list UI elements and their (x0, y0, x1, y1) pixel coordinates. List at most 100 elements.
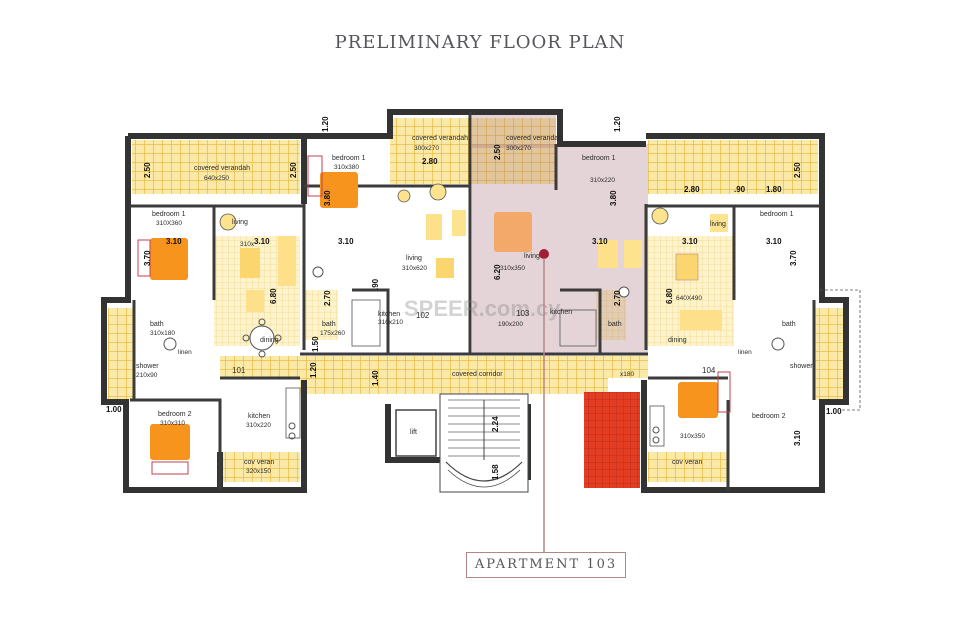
label-unit-104: 104 (702, 366, 716, 375)
label-kitchen-101-dim: 310x220 (246, 422, 271, 429)
label-living-101: living (232, 219, 248, 226)
dim-3-70-a: 3.70 (143, 250, 152, 266)
dim-3-10-g: 3.10 (793, 430, 802, 446)
label-living-103-dim: 310x350 (500, 265, 525, 272)
watermark: SPEER.com.cy (404, 296, 561, 321)
label-verandah-102-dim: 300x270 (414, 145, 439, 152)
label-verandah-101-dim: 640x250 (204, 175, 229, 182)
staircase (395, 393, 529, 493)
corridor-tiles (300, 356, 608, 394)
label-kitchen-102: kitchen (378, 311, 400, 318)
label-unit-103: 103 (516, 309, 530, 318)
label-cov-veran-101: cov veran (244, 459, 274, 466)
label-living-104-dim: 640X490 (676, 295, 702, 302)
label-lift: lift (410, 429, 417, 436)
label-bath-102: bath (322, 321, 336, 328)
bed-104 (678, 382, 718, 418)
label-corridor: covered corridor (452, 371, 503, 378)
label-bath-103: bath (608, 321, 622, 328)
furniture (137, 155, 785, 475)
dim-1-20-c: 1.20 (309, 362, 318, 378)
label-verandah-103-dim: 300x270 (506, 145, 531, 152)
dim-3-10-b: 3.10 (338, 237, 354, 246)
label-bedroom2-101-dim: 310x310 (160, 420, 185, 427)
label-bedroom1-101: bedroom 1 (152, 211, 186, 218)
bed-102 (320, 172, 358, 208)
red-tile-area (584, 392, 640, 488)
label-verandah-103: covered verandah (506, 135, 562, 142)
verandah-104-tiles (648, 140, 818, 194)
label-bedroom1-101-dim: 310X360 (156, 220, 182, 227)
dim-1-20-a: 1.20 (321, 116, 330, 132)
label-bath-104: bath (782, 321, 796, 328)
label-shower-101: shower (136, 363, 159, 370)
tiled-areas (108, 118, 844, 488)
dimension-labels: 1.20 1.20 2.50 2.50 2.50 2.50 2.80 2.80 … (106, 116, 842, 480)
label-living-103: living (524, 253, 540, 260)
bed-101-bedroom1 (150, 238, 188, 280)
apartment-103-verandah-highlight (472, 112, 556, 148)
corridor-left-tiles (220, 356, 300, 378)
label-cov-veran-104: cov veran (672, 459, 702, 466)
label-living-101-dim: 310x (240, 241, 255, 248)
dim-2-24: 2.24 (491, 416, 500, 432)
bath-101-tiles (108, 308, 134, 400)
label-bedroom1-103-dim: 310x220 (590, 177, 615, 184)
label-shower-101-dim: 210x90 (136, 372, 158, 379)
dim-2-80-a: 2.80 (422, 157, 438, 166)
dim-2-50-c: 2.50 (493, 144, 502, 160)
label-living-102: living (406, 255, 422, 262)
verandah-101-tiles (132, 140, 300, 194)
label-living-102-dim: 310x620 (402, 265, 427, 272)
cov-veran-104-tiles (648, 452, 728, 482)
bath-104-tiles (814, 308, 844, 400)
cov-veran-101-tiles (220, 452, 300, 482)
corridor-right-tiles (608, 356, 648, 378)
label-kitchen-103: kitchen (550, 309, 572, 316)
label-bedroom1-102: bedroom 1 (332, 155, 366, 162)
page-title: PRELIMINARY FLOOR PLAN (334, 32, 626, 53)
dim-2-50-b: 2.50 (289, 162, 298, 178)
dim-1-00-b: 1.00 (826, 407, 842, 416)
dim-1-00-a: 1.00 (106, 405, 122, 414)
dim-3-80-b: 3.80 (609, 190, 618, 206)
label-bedroom2-104: bedroom 2 (752, 413, 786, 420)
bath-102-tiles (304, 290, 338, 340)
label-bedroom1-102-dim: 310x380 (334, 164, 359, 171)
label-living-104: living (710, 221, 726, 228)
dim-1-50: 1.50 (311, 336, 320, 352)
dim-1-20-b: 1.20 (613, 116, 622, 132)
dim-1-80: 1.80 (766, 185, 782, 194)
dim-2-80-b: 2.80 (684, 185, 700, 194)
verandah-103-tiles (472, 118, 556, 184)
verandah-102-tiles (390, 118, 472, 184)
dim-2-50-d: 2.50 (793, 162, 802, 178)
label-dining-104: dining (668, 337, 687, 344)
label-linen-104: linen (738, 349, 752, 356)
label-kitchen-101: kitchen (248, 413, 270, 420)
dim-2-70-b: 2.70 (613, 290, 622, 306)
label-bedroom2-101: bedroom 2 (158, 411, 192, 418)
dim-3-80-a: 3.80 (323, 190, 332, 206)
label-linen-101: linen (178, 349, 192, 356)
label-bath-101-dim: 310x180 (150, 330, 175, 337)
label-bedroom1-103: bedroom 1 (582, 155, 616, 162)
dim-090: .90 (734, 185, 746, 194)
apartment-103-marker (539, 249, 549, 259)
dim-090-b: .90 (371, 278, 380, 290)
label-unit-102: 102 (416, 311, 430, 320)
dim-6-80-b: 6.80 (665, 288, 674, 304)
label-kitchen-102-dim: 310x210 (378, 319, 403, 326)
room-labels: covered verandah 640x250 bedroom 1 310X3… (136, 135, 813, 475)
dim-1-40: 1.40 (371, 370, 380, 386)
dim-2-70-a: 2.70 (323, 290, 332, 306)
apartment-103-label: APARTMENT 103 (466, 552, 626, 578)
label-verandah-101: covered verandah (194, 165, 250, 172)
dim-3-10-c: 3.10 (592, 237, 608, 246)
label-cov-veran-101-dim: 320x150 (246, 468, 271, 475)
dim-6-80-a: 6.80 (269, 288, 278, 304)
label-104-dim-c: 310x350 (680, 433, 705, 440)
label-unit-101: 101 (232, 366, 246, 375)
label-bedroom1-104: bedroom 1 (760, 211, 794, 218)
